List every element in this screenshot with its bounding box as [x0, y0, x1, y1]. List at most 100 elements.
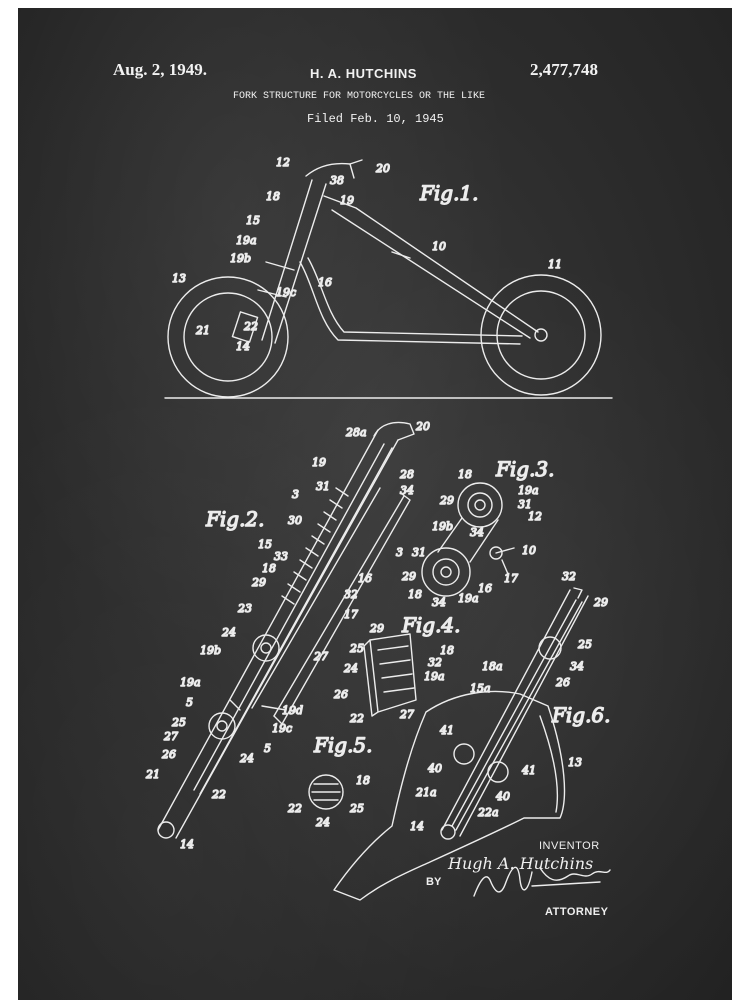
attorney-caption: ATTORNEY: [545, 906, 609, 918]
svg-text:26: 26: [555, 676, 570, 689]
svg-text:32: 32: [428, 656, 442, 669]
chalk-texture: [18, 8, 732, 1000]
svg-text:19a: 19a: [236, 234, 257, 247]
fig1-motorcycle: [164, 159, 613, 399]
fig6-axle: [440, 824, 456, 840]
frame-down-tube: [299, 261, 521, 345]
svg-text:19a: 19a: [424, 670, 445, 683]
by-caption: BY: [426, 876, 442, 888]
svg-text:18: 18: [408, 588, 422, 601]
svg-text:26: 26: [333, 688, 348, 701]
svg-text:25: 25: [577, 638, 592, 651]
fig5-round-detail: [308, 774, 344, 810]
svg-text:16: 16: [318, 276, 332, 289]
svg-text:21: 21: [145, 768, 160, 781]
svg-text:28: 28: [399, 468, 414, 481]
fig1-reference-numerals: 12 20 38 18 19 15 19a 19b 19c 16 10 13 1…: [171, 155, 562, 353]
fig3-web: [437, 517, 499, 563]
svg-text:19a: 19a: [518, 484, 539, 497]
svg-text:20: 20: [415, 420, 430, 433]
svg-text:18: 18: [262, 562, 276, 575]
fig3-lower-center: [440, 566, 452, 578]
svg-text:5: 5: [264, 742, 271, 755]
svg-text:24: 24: [221, 626, 236, 639]
svg-text:19: 19: [312, 456, 326, 469]
fig6-pivot-lower-b: [487, 761, 509, 783]
fig3-upper-core: [467, 492, 493, 518]
svg-text:19: 19: [340, 194, 354, 207]
fork-top-cap: [373, 421, 415, 441]
svg-text:40: 40: [427, 762, 442, 775]
inventor-caption: INVENTOR: [539, 840, 600, 852]
svg-text:16: 16: [478, 582, 492, 595]
fig6-pivot-upper: [538, 636, 562, 660]
svg-text:29: 29: [439, 494, 454, 507]
svg-text:19c: 19c: [272, 722, 292, 735]
svg-text:11: 11: [548, 258, 562, 271]
fig3-lower-core: [432, 558, 460, 586]
fig4-reference-numerals: 29 18 25 32 24 19a 26 22 27: [332, 621, 454, 725]
svg-text:18: 18: [266, 190, 280, 203]
svg-text:30: 30: [288, 514, 302, 527]
fig3-upper-tube: [457, 482, 503, 528]
svg-text:20: 20: [375, 162, 390, 175]
frame-down-tube-inner: [307, 257, 523, 337]
svg-text:10: 10: [432, 240, 446, 253]
svg-text:21: 21: [195, 324, 210, 337]
svg-text:22: 22: [287, 802, 302, 815]
pivot-lower-pin: [216, 720, 228, 732]
fig3-lower-tube: [421, 547, 471, 597]
svg-text:41: 41: [439, 724, 454, 737]
svg-text:15: 15: [246, 214, 260, 227]
front-wheel-rim: [183, 292, 273, 382]
fig4-side: [363, 639, 379, 717]
svg-text:22a: 22a: [477, 806, 499, 819]
svg-text:19b: 19b: [230, 252, 251, 265]
fender-outline: [333, 690, 566, 901]
frame-top-tube: [323, 195, 539, 333]
svg-text:38: 38: [330, 174, 344, 187]
fig5-label: Fig.5.: [313, 733, 373, 757]
svg-text:34: 34: [570, 660, 584, 673]
svg-text:14: 14: [180, 838, 194, 851]
svg-text:31: 31: [518, 498, 532, 511]
frame-top-tube-inner: [331, 209, 531, 339]
svg-text:27: 27: [163, 730, 178, 743]
svg-text:29: 29: [401, 570, 416, 583]
patent-date: Aug. 2, 1949.: [113, 60, 207, 79]
pivot-upper: [252, 634, 280, 662]
fig4-block: [369, 633, 417, 713]
inventor-signature-name: Hugh A. Hutchins: [448, 854, 594, 873]
svg-text:3: 3: [292, 488, 299, 501]
svg-text:12: 12: [528, 510, 542, 523]
svg-text:19b: 19b: [200, 644, 221, 657]
svg-text:16: 16: [358, 572, 372, 585]
svg-text:24: 24: [315, 816, 330, 829]
fender-inner-arc: [539, 715, 559, 813]
fig4-label: Fig.4.: [401, 613, 461, 637]
fig6-pivot-lower-a: [453, 743, 475, 765]
svg-text:12: 12: [276, 156, 290, 169]
svg-text:10: 10: [522, 544, 536, 557]
svg-text:18: 18: [356, 774, 370, 787]
rear-tube: [251, 487, 405, 717]
rear-tube-end: [273, 493, 411, 725]
fig6-top: [573, 587, 583, 599]
svg-text:32: 32: [344, 588, 358, 601]
front-wheel: [167, 276, 289, 398]
svg-text:22: 22: [349, 712, 364, 725]
svg-text:15a: 15a: [470, 682, 491, 695]
svg-text:19b: 19b: [432, 520, 453, 533]
svg-text:34: 34: [400, 484, 414, 497]
svg-text:25: 25: [349, 642, 364, 655]
svg-text:25: 25: [171, 716, 186, 729]
svg-text:22: 22: [211, 788, 226, 801]
svg-text:13: 13: [568, 756, 582, 769]
svg-text:19a: 19a: [180, 676, 201, 689]
rear-wheel-rim: [496, 290, 586, 380]
svg-text:19c: 19c: [276, 286, 296, 299]
svg-text:18: 18: [458, 468, 472, 481]
svg-text:34: 34: [432, 596, 446, 609]
patent-number: 2,477,748: [530, 60, 598, 79]
